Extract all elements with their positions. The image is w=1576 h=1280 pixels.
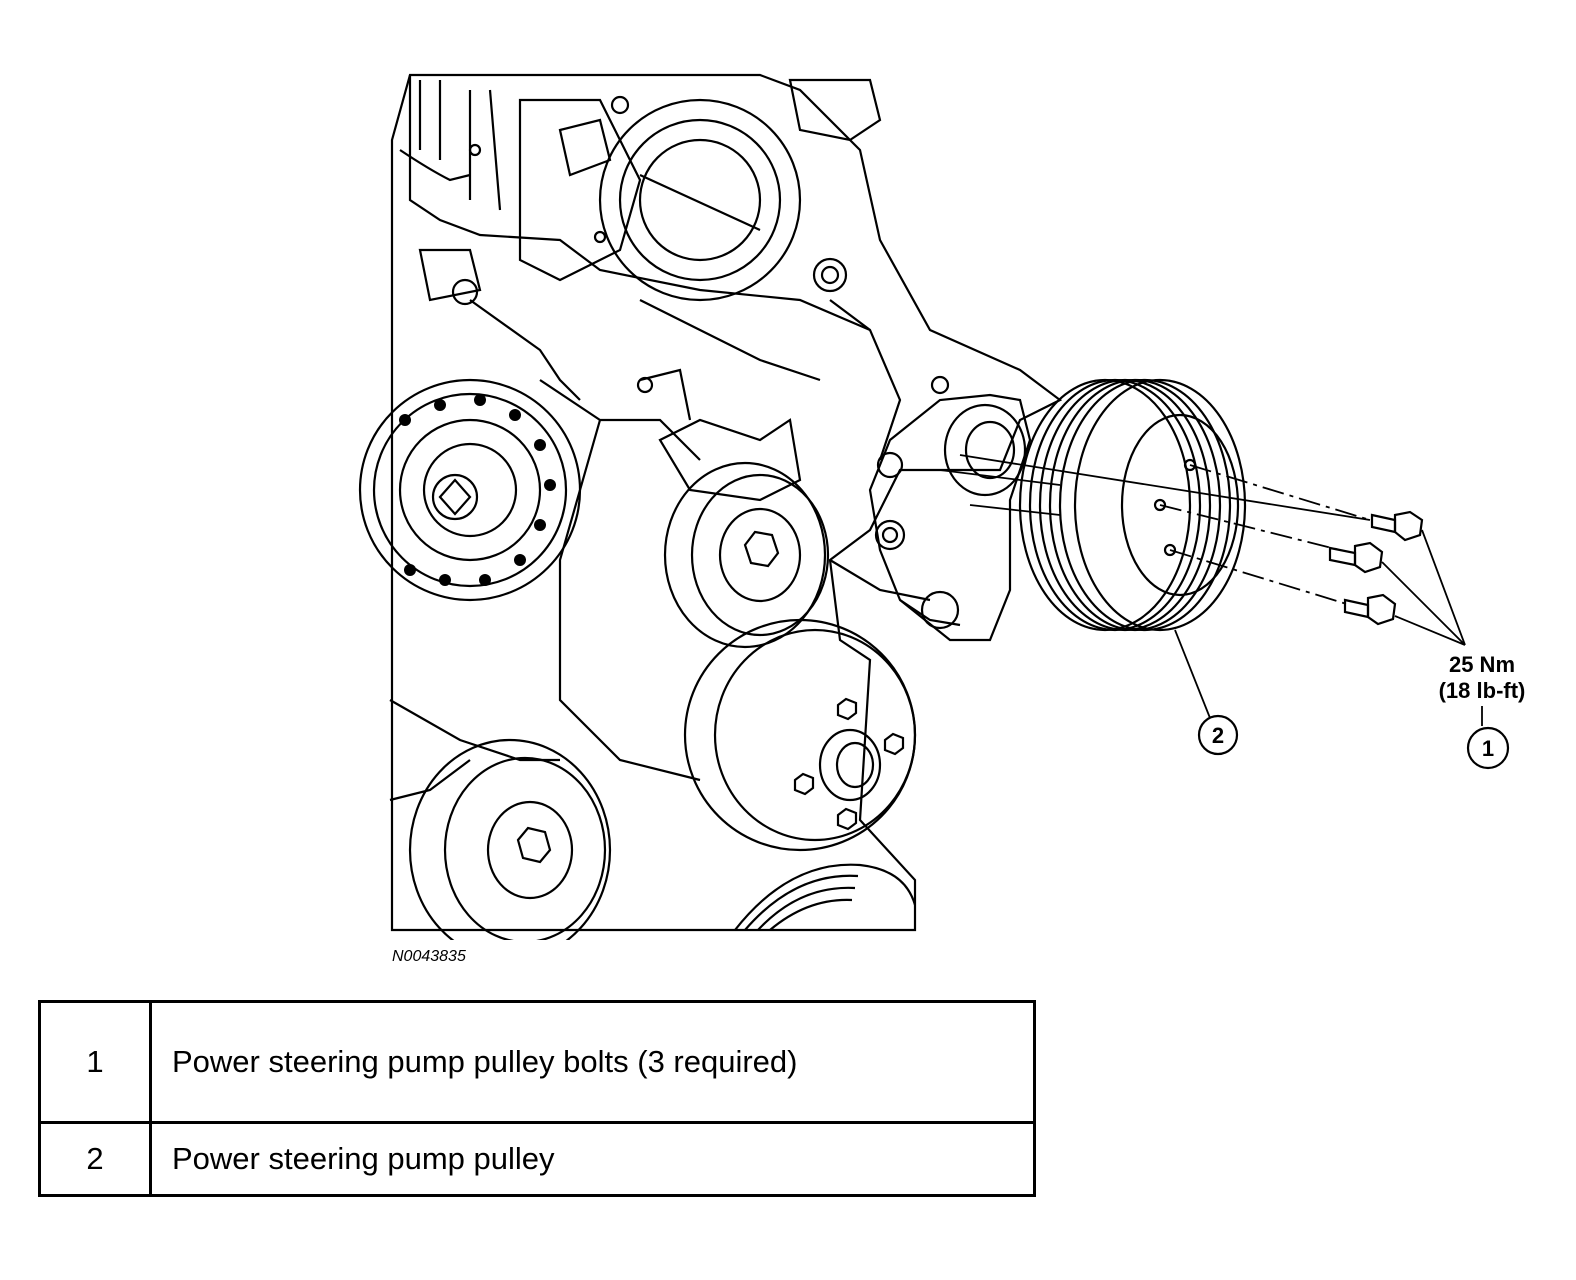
power-steering-pump — [829, 393, 1032, 642]
pulley-bolts — [1328, 510, 1466, 646]
crankshaft-pulley — [734, 863, 917, 931]
callout-1-torque-nm: 25 Nm — [1449, 652, 1515, 677]
legend-description: Power steering pump pulley — [149, 1121, 1036, 1197]
figure-id: N0043835 — [392, 948, 466, 965]
legend-number: 2 — [38, 1121, 152, 1197]
power-steering-pulley — [1018, 378, 1247, 632]
bolt-alignment-lines — [939, 454, 1371, 606]
throttle-body — [598, 98, 802, 302]
bolt-2 — [1328, 541, 1384, 574]
idler-pulley — [663, 461, 830, 649]
callout-1-torque-lbft: (18 lb-ft) — [1439, 678, 1526, 703]
legend-table: 1 Power steering pump pulley bolts (3 re… — [38, 1000, 1036, 1197]
callout-2: 2 — [1174, 629, 1239, 756]
timing-sprocket — [358, 378, 582, 602]
legend-number: 1 — [38, 1000, 152, 1124]
tensioner-pulley — [408, 738, 612, 940]
legend-row: 2 Power steering pump pulley — [38, 1121, 1036, 1197]
bolt-3 — [1343, 593, 1397, 626]
bolt-1 — [1370, 510, 1424, 542]
engine-illustration: 2 25 Nm (18 lb-ft) 1 — [358, 73, 1526, 940]
callout-1: 25 Nm (18 lb-ft) 1 — [1439, 652, 1526, 770]
callout-1-number: 1 — [1482, 736, 1494, 761]
water-pump-pulley — [683, 618, 917, 852]
legend-description: Power steering pump pulley bolts (3 requ… — [149, 1000, 1036, 1124]
callout-2-number: 2 — [1212, 723, 1224, 748]
legend-row: 1 Power steering pump pulley bolts (3 re… — [38, 1000, 1036, 1124]
engine-block — [389, 73, 1063, 932]
